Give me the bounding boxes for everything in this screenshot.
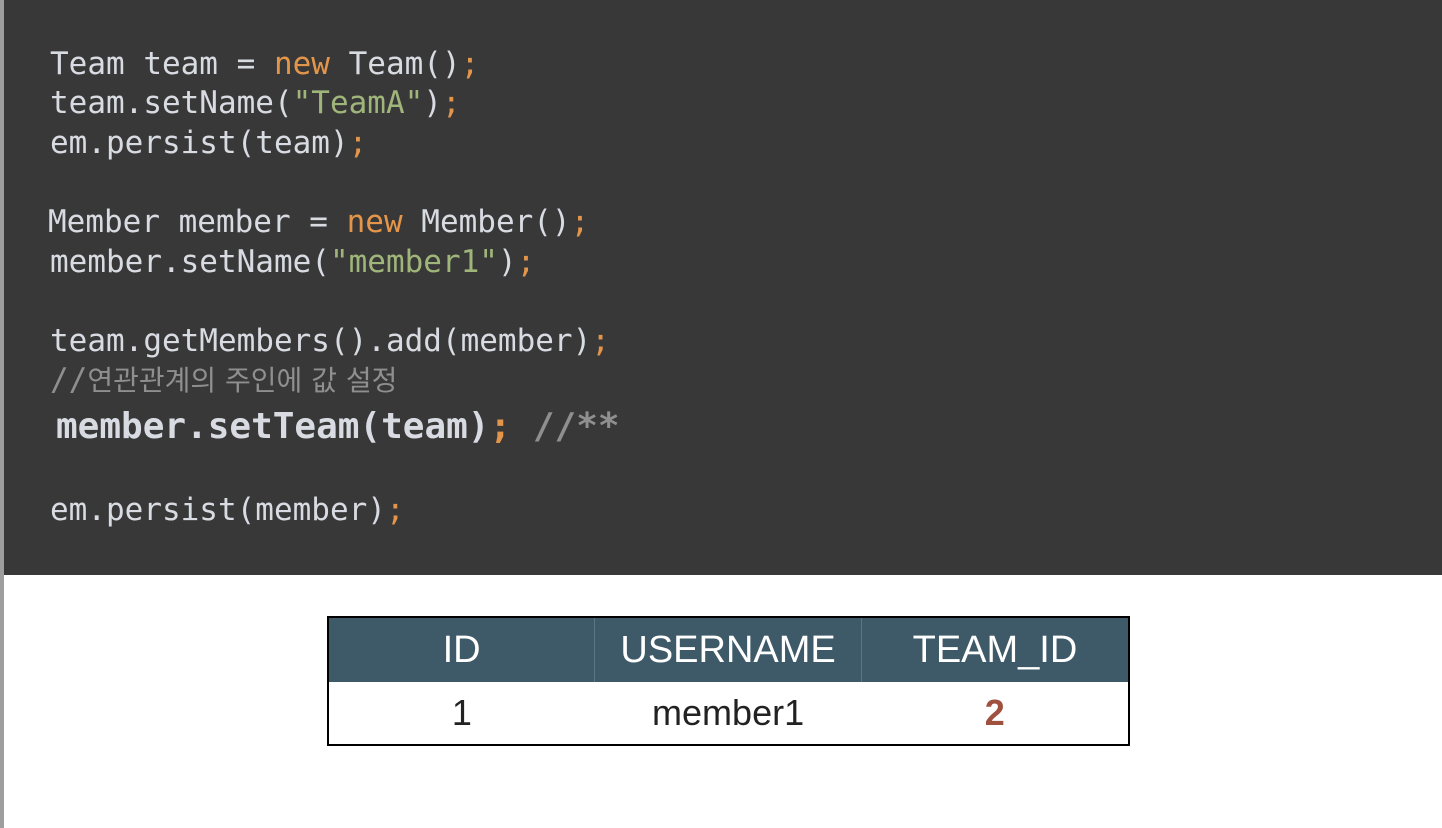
code-line-2: team.setName("TeamA"); (50, 83, 461, 123)
cell-id: 1 (328, 682, 595, 745)
code-text: team.setName( (50, 85, 293, 121)
string-literal: "TeamA" (292, 85, 424, 121)
code-text: em.persist(member) (50, 492, 386, 528)
cell-username: member1 (594, 682, 862, 745)
semicolon: ; (570, 204, 590, 240)
semicolon: ; (489, 406, 512, 447)
column-header-id: ID (328, 617, 596, 682)
column-header-username: USERNAME (594, 617, 862, 682)
semicolon: ; (516, 244, 536, 280)
code-text: em.persist(team) (50, 125, 349, 161)
code-line-9: em.persist(member); (50, 490, 405, 530)
code-text: member.setName( (50, 244, 330, 280)
keyword: new (273, 46, 330, 82)
code-block: Team team = new Team(); team.setName("Te… (4, 0, 1442, 575)
code-text: Member() (402, 204, 571, 240)
table-header-row: ID USERNAME TEAM_ID (328, 617, 1129, 682)
cell-team-id: 2 (861, 682, 1129, 745)
semicolon: ; (591, 323, 610, 359)
semicolon: ; (460, 46, 480, 82)
keyword: new (346, 204, 403, 240)
code-text: team.getMembers().add(member) (50, 323, 592, 359)
code-line-1: Team team = new Team(); (50, 44, 479, 84)
code-line-5: member.setName("member1"); (50, 242, 535, 282)
code-line-8: member.setTeam(team); //** (56, 404, 620, 450)
table-row: 1 member1 2 (328, 682, 1129, 745)
code-text: ) (497, 244, 517, 280)
string-literal: "member1" (329, 244, 498, 280)
semicolon: ; (348, 125, 368, 161)
code-line-4: Member member = new Member(); (48, 202, 589, 242)
comment-slashes: // (50, 362, 88, 398)
semicolon: ; (441, 85, 461, 121)
code-text: Team() (329, 46, 461, 82)
left-border (0, 0, 4, 828)
code-text: Team team = (50, 46, 274, 82)
code-text: ) (423, 85, 442, 121)
code-text: Member member = (48, 204, 347, 240)
code-text: member.setTeam(team) (56, 406, 490, 447)
column-header-team-id: TEAM_ID (861, 617, 1129, 682)
code-line-3: em.persist(team); (50, 123, 367, 163)
member-table: ID USERNAME TEAM_ID 1 member1 2 (327, 616, 1130, 746)
code-line-6: team.getMembers().add(member); (50, 321, 610, 361)
semicolon: ; (385, 492, 405, 528)
code-line-7: //연관관계의 주인에 값 설정 (50, 360, 397, 401)
comment-text: 연관관계의 주인에 값 설정 (87, 364, 398, 397)
comment-text: //** (511, 406, 620, 447)
